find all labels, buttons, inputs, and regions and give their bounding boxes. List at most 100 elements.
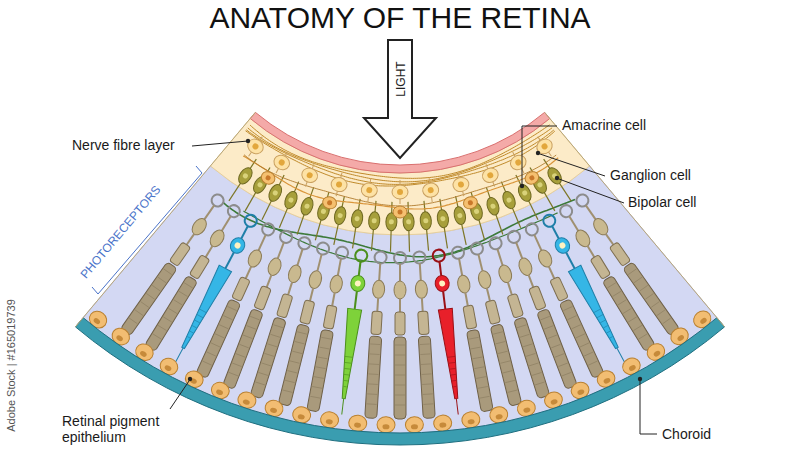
rod-stalk (421, 298, 424, 311)
bipolar-body (420, 211, 433, 230)
rod-stalk (529, 275, 534, 287)
pigment-nucleus (653, 350, 662, 358)
rod-inner-segment (254, 286, 272, 311)
leader-dot (638, 377, 642, 381)
rod-disc (367, 403, 377, 405)
pigment-cell (405, 417, 423, 434)
ganglion-body (534, 136, 555, 157)
pigment-nucleus (676, 334, 685, 342)
part-label: Bipolar cell (628, 194, 696, 210)
rod-stalk (487, 288, 490, 301)
bipolar-body (368, 211, 381, 230)
cone-disc (448, 362, 455, 364)
ganglion-nucleus (251, 142, 259, 150)
amacrine-body (259, 169, 277, 186)
bipolar-nucleus (320, 208, 326, 214)
rod-stalk (606, 234, 613, 245)
rod-disc (480, 396, 490, 398)
sector-edge (545, 112, 725, 326)
rod-disc (227, 306, 236, 310)
ganglion-body (360, 182, 378, 198)
ganglion-nucleus (397, 189, 403, 195)
pigment-body (405, 417, 423, 434)
rod-disc (203, 361, 212, 365)
rod-synapse (524, 221, 540, 237)
bipolar-nucleus (272, 190, 279, 197)
rod-disc (498, 351, 508, 353)
rod-stalk (206, 246, 213, 257)
rod-disc (517, 325, 527, 328)
pigment-cell (348, 414, 367, 432)
rod-inner-segment (550, 276, 569, 301)
rod-inner-segment (609, 242, 630, 267)
watermark: Adobe Stock | #165019739 (4, 299, 17, 432)
ganglion-cell (392, 180, 408, 204)
bipolar-nucleus (440, 216, 446, 222)
rod-axon (420, 263, 421, 280)
bipolar-nucleus (521, 190, 528, 197)
ganglion-body (392, 185, 408, 199)
rod-disc (562, 372, 571, 376)
cone-nucleus (350, 275, 366, 293)
pigment-nucleus (242, 399, 250, 406)
rod-nucleus (573, 228, 593, 250)
bipolar-nucleus (304, 203, 310, 209)
cone-disc (199, 309, 206, 313)
bipolar-process (501, 182, 520, 228)
rod-disc (500, 361, 510, 363)
rod-outer-segment (623, 262, 680, 336)
part-label: Amacrine cell (562, 117, 646, 133)
rod-disc (179, 291, 188, 296)
rod-disc (395, 395, 405, 396)
rod-disc (523, 344, 533, 347)
rod-disc (141, 302, 149, 308)
rod-axon (379, 263, 380, 280)
cone-axon (241, 226, 248, 238)
cone-disc (195, 320, 200, 323)
cone-disc (345, 356, 353, 358)
ganglion-body (452, 176, 471, 193)
ganglion-nucleus (306, 171, 314, 179)
cone-disc (187, 337, 190, 338)
rod-disc (640, 285, 648, 291)
amacrine-cell (321, 195, 338, 210)
rod-disc (369, 363, 379, 365)
photoreceptor (451, 246, 493, 412)
rod-disc (158, 325, 167, 330)
rod-nucleus (477, 269, 493, 289)
rod-axon (338, 259, 341, 276)
cone-disc (344, 386, 347, 387)
amacrine-nucleus (467, 200, 473, 206)
cone-disc (344, 374, 349, 376)
rod-disc (153, 334, 162, 339)
rod-disc (285, 380, 295, 382)
rod-outer-segment (365, 336, 382, 419)
rod-disc (526, 353, 536, 356)
rod-disc (618, 300, 627, 305)
bipolar-nucleus (537, 181, 544, 188)
ganglion-nucleus (540, 142, 548, 150)
rod-disc (163, 317, 172, 322)
rod-outer-segment (559, 299, 604, 379)
bipolar-body (350, 209, 364, 228)
rod-axon (278, 242, 284, 258)
part-label: Retinal pigment epithelium (62, 413, 180, 445)
photoreceptor (413, 251, 435, 418)
rod-inner-segment (590, 255, 611, 280)
rod-disc (261, 363, 271, 366)
photoreceptor (223, 229, 294, 389)
rod-stalk (549, 267, 554, 279)
rod-outer-segment (278, 324, 309, 406)
pigment-nucleus (495, 414, 503, 420)
rod-disc (287, 371, 297, 373)
rod-axon (297, 249, 302, 265)
ganglion-nucleus (278, 158, 286, 166)
bipolar-body (453, 206, 468, 226)
rod-disc (290, 361, 300, 363)
rod-disc (613, 291, 622, 296)
amacrine-body (523, 169, 541, 186)
rod-disc (219, 325, 228, 329)
cone-nucleolus (558, 241, 566, 249)
rod-disc (395, 405, 405, 406)
rod-disc (555, 354, 564, 358)
